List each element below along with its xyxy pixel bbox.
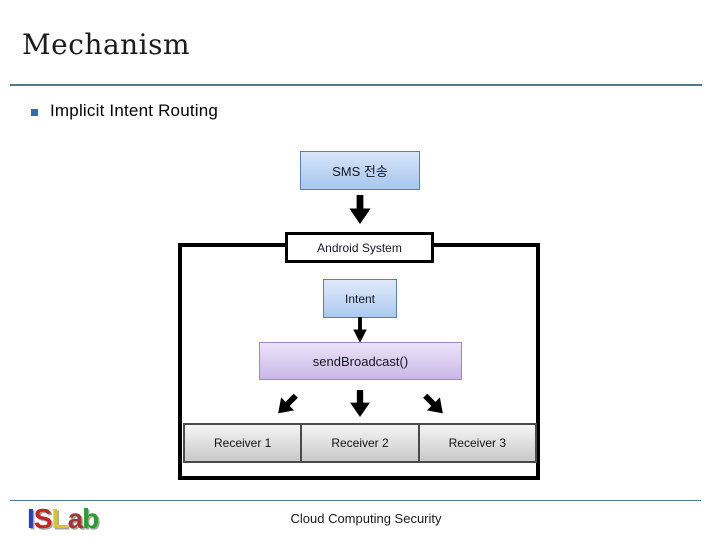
arrow-down-left-icon [271, 389, 303, 421]
send-broadcast-box: sendBroadcast() [259, 342, 462, 380]
title-divider [10, 84, 702, 86]
receiver-3-box: Receiver 3 [417, 423, 537, 463]
bullet-square-icon [31, 109, 38, 116]
bullet-label: Implicit Intent Routing [50, 101, 219, 120]
logo-letter: I [27, 503, 35, 534]
footer-divider [10, 500, 701, 501]
logo-letter: a [67, 503, 84, 534]
arrow-down-right-icon [418, 389, 450, 421]
arrow-down-icon [349, 390, 371, 417]
intent-box: Intent [323, 279, 397, 318]
footer-text: Cloud Computing Security [290, 511, 442, 526]
islab-logo: ISLab [27, 503, 99, 535]
logo-letter: S [33, 503, 53, 534]
sms-send-box: SMS 전송 [300, 151, 420, 190]
logo-letter: L [51, 503, 68, 534]
arrow-down-icon [352, 317, 368, 343]
logo-letter: b [82, 503, 99, 534]
arrow-down-icon [349, 195, 371, 224]
android-system-box: Android System [285, 232, 434, 263]
page-title: Mechanism [22, 28, 191, 61]
receiver-1-box: Receiver 1 [183, 423, 303, 463]
receiver-row: Receiver 1 Receiver 2 Receiver 3 [183, 423, 537, 463]
receiver-2-box: Receiver 2 [300, 423, 420, 463]
